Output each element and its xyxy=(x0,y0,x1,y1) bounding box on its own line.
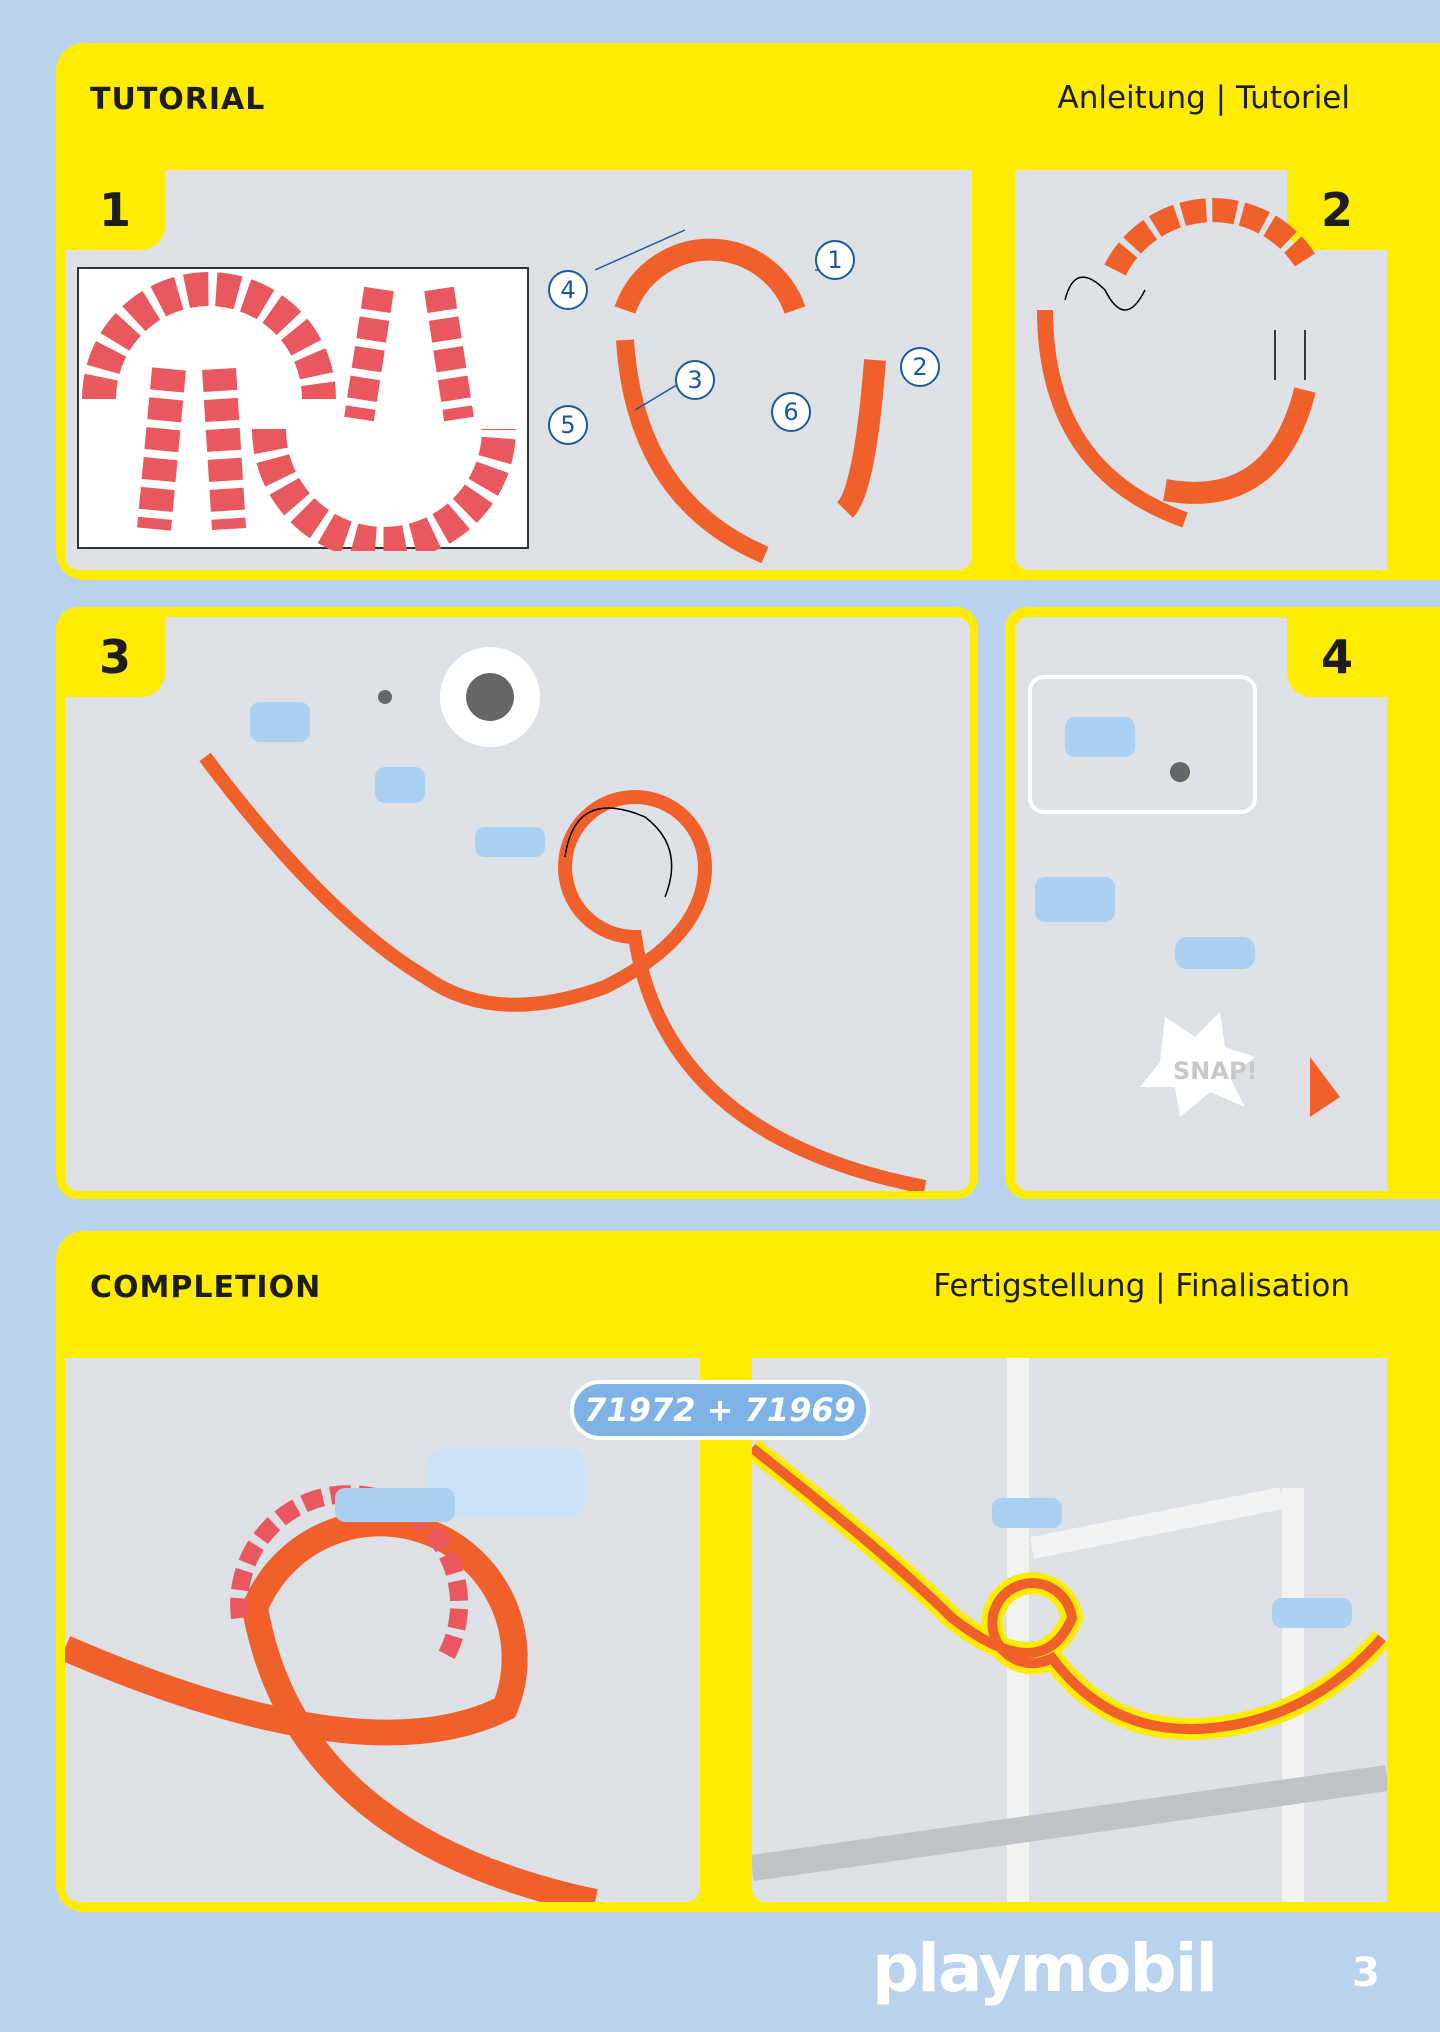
completion-title: COMPLETION xyxy=(90,1270,322,1305)
snap-label: SNAP! xyxy=(1173,1057,1258,1085)
callout-6: 6 xyxy=(771,392,811,432)
sticker-sheet xyxy=(77,267,529,551)
loop-detail-drawing xyxy=(65,1448,598,1902)
step-1-panel: 1 1 2 3 4 5 6 xyxy=(65,170,972,570)
set-number-badge: 71972 + 71969 xyxy=(570,1380,870,1440)
step-number: 1 xyxy=(65,170,165,250)
callout-3: 3 xyxy=(675,360,715,400)
completion-detail-panel xyxy=(65,1358,700,1902)
tutorial-title: TUTORIAL xyxy=(90,82,266,117)
callout-2: 2 xyxy=(900,347,940,387)
callout-1: 1 xyxy=(815,240,855,280)
callout-5: 5 xyxy=(548,405,588,445)
sticker-sheet-drawing xyxy=(82,272,516,551)
tutorial-subtitle: Anleitung | Tutoriel xyxy=(1057,80,1350,116)
completion-subtitle: Fertigstellung | Finalisation xyxy=(933,1268,1350,1304)
step-number: 4 xyxy=(1287,617,1387,697)
step-4-panel: 4 SNAP! xyxy=(1015,617,1387,1191)
step-4-drawing xyxy=(1028,675,1340,1117)
track-parts-drawing xyxy=(594,229,886,564)
step-number: 3 xyxy=(65,617,165,697)
step-3-drawing xyxy=(199,647,927,1191)
step-2-drawing xyxy=(1037,198,1316,528)
callout-4: 4 xyxy=(548,270,588,310)
playmobil-logo: playmobil xyxy=(872,1930,1218,2007)
page-number: 3 xyxy=(1352,1950,1380,1996)
step-number: 2 xyxy=(1287,170,1387,250)
completion-overview-panel xyxy=(752,1358,1387,1902)
step-2-panel: 2 xyxy=(1015,170,1387,570)
assembled-track-drawing xyxy=(752,1358,1387,1902)
step-3-panel: 3 xyxy=(65,617,970,1191)
